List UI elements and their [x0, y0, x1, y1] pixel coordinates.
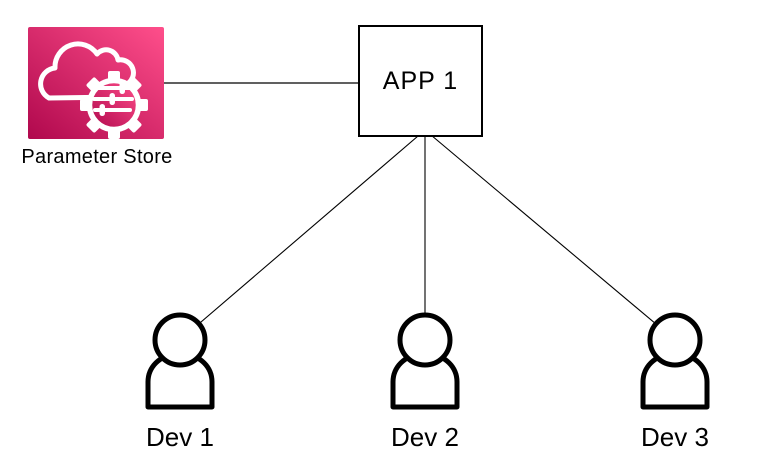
- dev1-node[interactable]: Dev 1: [145, 310, 215, 452]
- person-icon: [640, 312, 710, 410]
- parameter-store-node[interactable]: Parameter Store: [0, 0, 200, 180]
- parameter-store-icon: [28, 27, 164, 139]
- parameter-store-label: Parameter Store: [21, 146, 173, 168]
- dev1-label: Dev 1: [146, 422, 214, 452]
- connector-app-dev1[interactable]: [179, 129, 426, 341]
- slider-knobs: [99, 82, 125, 116]
- app-label: APP 1: [382, 66, 459, 95]
- dev2-node[interactable]: Dev 2: [390, 310, 460, 452]
- dev3-label: Dev 3: [641, 422, 709, 452]
- person-icon: [390, 312, 460, 410]
- app-node[interactable]: APP 1: [358, 25, 483, 137]
- dev2-label: Dev 2: [391, 422, 459, 452]
- connector-app-dev3[interactable]: [424, 129, 676, 341]
- dev3-node[interactable]: Dev 3: [640, 310, 710, 452]
- person-icon: [145, 312, 215, 410]
